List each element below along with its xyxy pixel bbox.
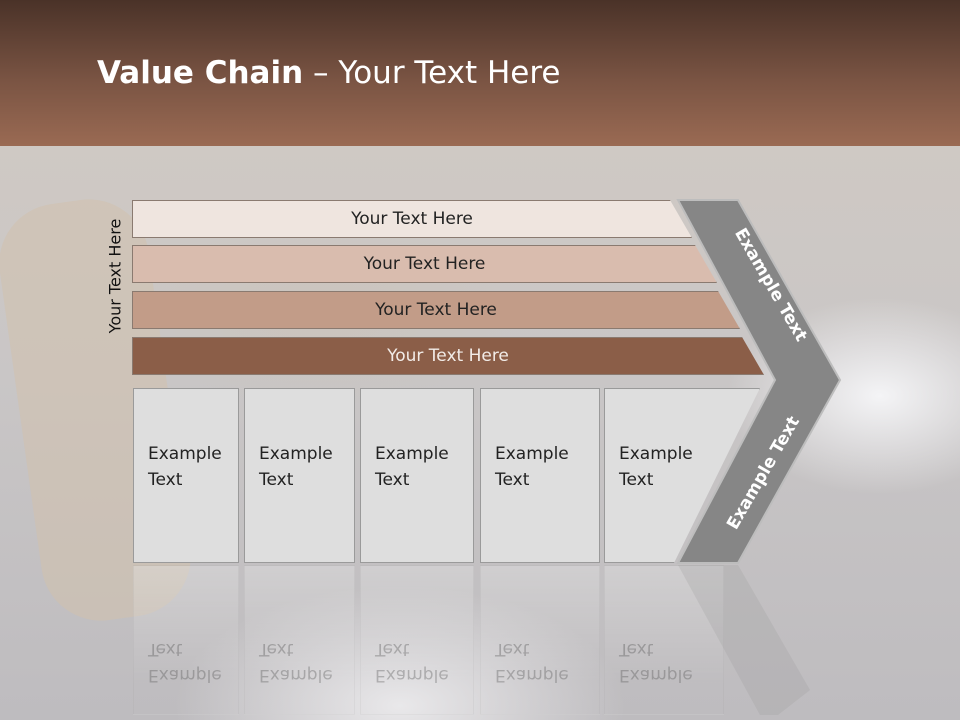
row-label: Your Text Here	[351, 209, 473, 229]
row-label: Your Text Here	[375, 300, 497, 320]
row-label: Your Text Here	[387, 346, 509, 366]
value-row-4[interactable]: Your Text Here	[132, 337, 764, 375]
reflection: Example Text	[360, 565, 474, 715]
value-row-3[interactable]: Your Text Here	[132, 291, 740, 329]
reflection: Example Text	[604, 565, 724, 715]
row-label: Your Text Here	[363, 254, 486, 274]
reflection: Example Text	[133, 565, 239, 715]
activity-cell-4[interactable]: Example Text	[480, 388, 600, 563]
activity-cell-3[interactable]: Example Text	[360, 388, 474, 563]
value-row-2[interactable]: Your Text Here	[132, 245, 717, 283]
cell-text: Example Text	[619, 444, 693, 490]
activity-cell-2[interactable]: Example Text	[244, 388, 355, 563]
cell-text: Example Text	[148, 444, 222, 490]
cell-text: Example Text	[375, 444, 449, 490]
title-bar	[0, 0, 960, 146]
cell-text: Example Text	[259, 444, 333, 490]
value-row-1[interactable]: Your Text Here	[132, 200, 692, 238]
reflection: Example Text	[244, 565, 355, 715]
cell-text: Example Text	[495, 444, 569, 490]
reflection: Example Text	[480, 565, 600, 715]
activity-cell-1[interactable]: Example Text	[133, 388, 239, 563]
page-title: Value Chain – Your Text Here	[97, 55, 561, 91]
